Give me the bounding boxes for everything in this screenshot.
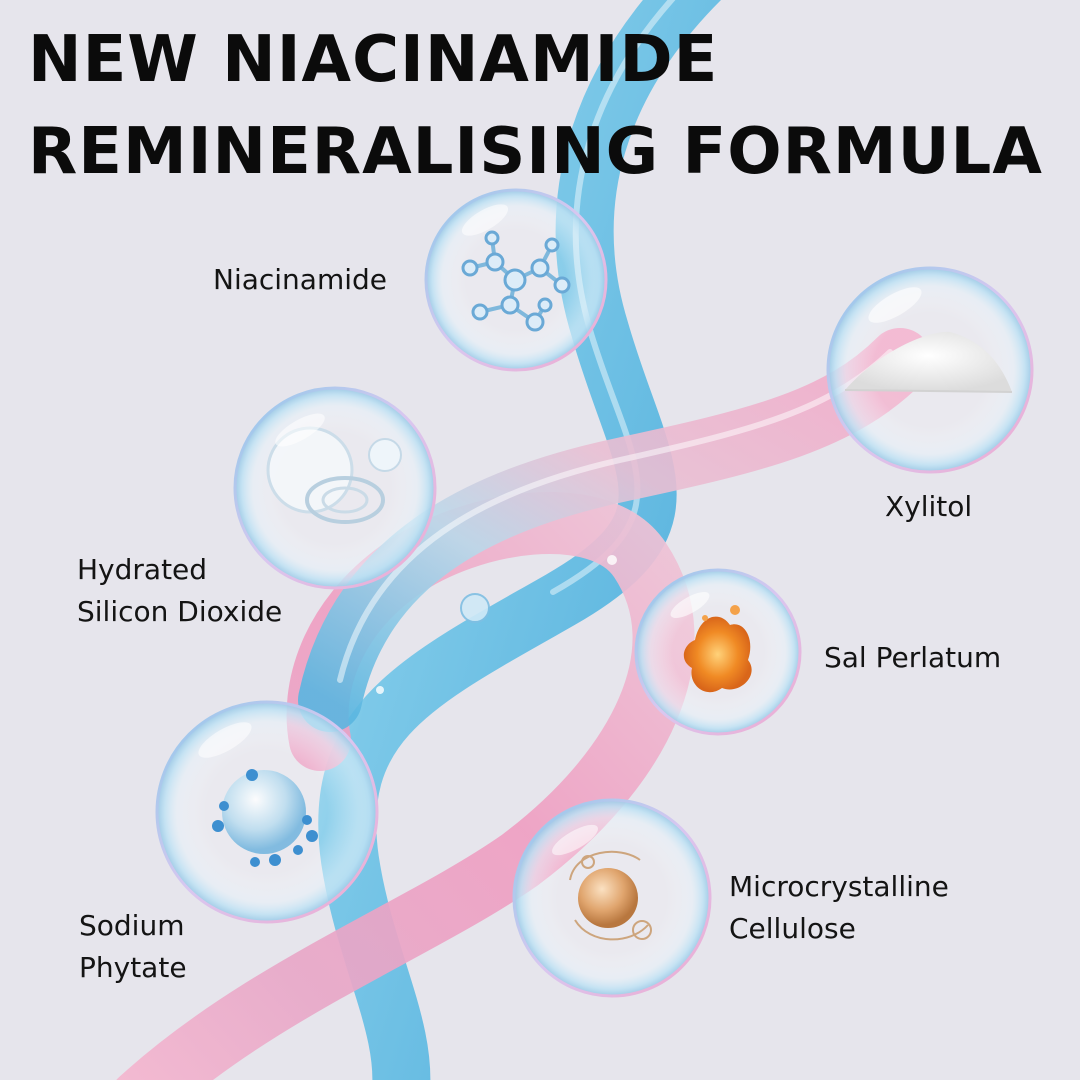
ingredient-name: Niacinamide — [213, 263, 388, 296]
ingredient-name-line-1: Sodium — [79, 909, 185, 942]
ingredient-name-line-2: Silicon Dioxide — [77, 595, 283, 628]
ingredient-label-sal-perlatum: Sal Perlatum — [824, 637, 1001, 679]
droplet — [607, 555, 617, 565]
powder-icon — [826, 266, 1034, 474]
headline-line-1: NEW NIACINAMIDE — [28, 23, 719, 97]
gel-bubble-icon — [233, 386, 437, 590]
droplet — [460, 593, 490, 623]
ingredient-label-microcrystalline-cellulose: Microcrystalline Cellulose — [729, 866, 949, 950]
droplet — [376, 686, 384, 694]
ingredient-name-line-2: Cellulose — [729, 912, 856, 945]
ingredient-label-xylitol: Xylitol — [885, 486, 972, 528]
amber-sphere-icon — [512, 798, 712, 998]
ingredient-name-line-2: Phytate — [79, 951, 187, 984]
molecule-icon — [424, 188, 608, 372]
ingredient-name: Sal Perlatum — [824, 641, 1002, 674]
ingredient-name-line-1: Microcrystalline — [729, 870, 949, 903]
ingredient-label-hydrated-silicon-dioxide: Hydrated Silicon Dioxide — [77, 549, 282, 633]
sphere-cluster-icon — [155, 700, 379, 924]
ingredient-label-niacinamide: Niacinamide — [213, 259, 387, 301]
ingredient-label-sodium-phytate: Sodium Phytate — [79, 905, 187, 989]
ingredient-name: Xylitol — [885, 490, 973, 523]
blue-ribbon — [318, 0, 721, 1080]
headline-line-2: REMINERALISING FORMULA — [28, 115, 1043, 189]
crystal-icon — [634, 568, 802, 736]
ingredient-name-line-1: Hydrated — [77, 553, 208, 586]
